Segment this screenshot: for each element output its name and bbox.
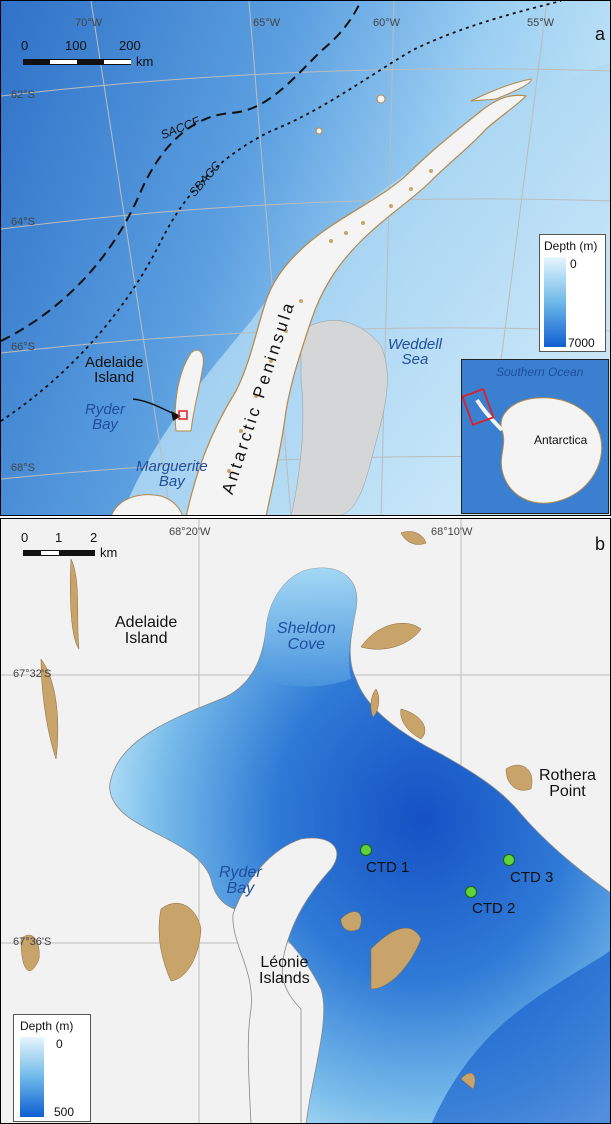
scale-tick: 0 xyxy=(21,38,29,53)
graticule-a xyxy=(1,1,610,515)
sheldon-cove-label: Sheldon Cove xyxy=(277,620,336,653)
ctd-2-label: CTD 2 xyxy=(472,900,516,917)
scale-tick: 1 xyxy=(55,530,63,545)
legend-title: Depth (m) xyxy=(20,1019,74,1033)
lat-label: 64°S xyxy=(11,216,35,228)
lon-label: 68°20'W xyxy=(169,526,211,538)
scale-unit: km xyxy=(100,545,118,560)
inset-map: Southern Ocean Antarctica xyxy=(461,359,609,514)
southern-ocean-label: Southern Ocean xyxy=(496,365,584,379)
depth-colorbar xyxy=(20,1037,44,1117)
legend-title: Depth (m) xyxy=(544,239,598,253)
lon-label: 65°W xyxy=(253,17,281,29)
legend-min: 0 xyxy=(56,1037,63,1051)
lat-label: 62°S xyxy=(11,89,35,101)
island-chain xyxy=(470,78,532,102)
adelaide-island-label: Adelaide Island xyxy=(85,354,144,386)
rock-outcrops-b xyxy=(20,531,533,1090)
saccf-front-line xyxy=(1,1,362,342)
legend-min: 0 xyxy=(570,257,577,271)
leonie-land xyxy=(232,837,338,1123)
sbacc-front-line xyxy=(1,1,562,422)
ctd-1-label: CTD 1 xyxy=(366,859,410,876)
depth-legend-a: Depth (m) 0 7000 xyxy=(539,234,606,352)
ryder-bay-label-b: Ryder Bay xyxy=(219,864,262,897)
ctd-station-2 xyxy=(465,886,477,898)
inset-study-box xyxy=(462,387,495,427)
inset-peninsula xyxy=(475,398,504,432)
map-panel-a: 70°W 65°W 60°W 55°W 62°S 64°S 66°S 68°S … xyxy=(0,0,611,516)
ice-shelf xyxy=(291,320,388,515)
leonie-islands-label: Léonie Islands xyxy=(259,954,310,987)
weddell-sea-label: Weddell Sea xyxy=(388,336,442,368)
lon-label: 68°10'W xyxy=(431,526,473,538)
scale-unit: km xyxy=(136,54,154,69)
lat-label: 66°S xyxy=(11,341,35,353)
antarctica-continent xyxy=(500,397,603,504)
ryder-bay-label: Ryder Bay xyxy=(85,401,126,433)
island-small xyxy=(315,127,323,135)
scale-tick: 0 xyxy=(21,530,29,545)
scale-tick: 200 xyxy=(119,38,141,53)
island-small xyxy=(376,94,386,104)
panel-letter-a: a xyxy=(595,24,606,44)
panel-letter-b: b xyxy=(595,534,606,554)
lon-label: 70°W xyxy=(75,17,103,29)
depth-colorbar xyxy=(544,257,566,347)
rothera-point-label: Rothera Point xyxy=(539,767,596,800)
lat-label: 67°32'S xyxy=(13,668,52,680)
inset-svg xyxy=(462,387,603,504)
lat-label: 67°36'S xyxy=(13,936,52,948)
antarctica-label: Antarctica xyxy=(534,433,588,447)
scale-bar-b xyxy=(23,550,95,556)
lon-label: 55°W xyxy=(527,17,555,29)
legend-max: 7000 xyxy=(568,336,595,350)
ctd-station-1 xyxy=(360,844,372,856)
scale-tick: 100 xyxy=(65,38,87,53)
map-panel-b: 68°20'W 68°10'W 67°32'S 67°36'S b 0 1 2 … xyxy=(0,518,611,1124)
lon-label: 60°W xyxy=(373,17,401,29)
rock-outcrops-a xyxy=(227,169,433,473)
legend-max: 500 xyxy=(54,1105,75,1119)
ctd-station-3 xyxy=(503,854,515,866)
adelaide-island-label-b: Adelaide Island xyxy=(115,614,178,647)
study-area-box xyxy=(178,410,188,420)
antarctic-peninsula-land xyxy=(185,94,528,515)
depth-legend-b: Depth (m) 0 500 xyxy=(13,1014,91,1122)
ctd-3-label: CTD 3 xyxy=(510,869,554,886)
scale-tick: 2 xyxy=(90,530,98,545)
island-south xyxy=(111,494,183,515)
arrow-head xyxy=(171,411,181,421)
marguerite-bay-label: Marguerite Bay xyxy=(136,458,208,490)
sheldon-cove-water xyxy=(261,568,357,687)
scale-bar-a xyxy=(23,59,131,65)
lat-label: 68°S xyxy=(11,462,35,474)
deep-channel xyxy=(431,950,610,1123)
panel-b-map xyxy=(1,519,610,1123)
